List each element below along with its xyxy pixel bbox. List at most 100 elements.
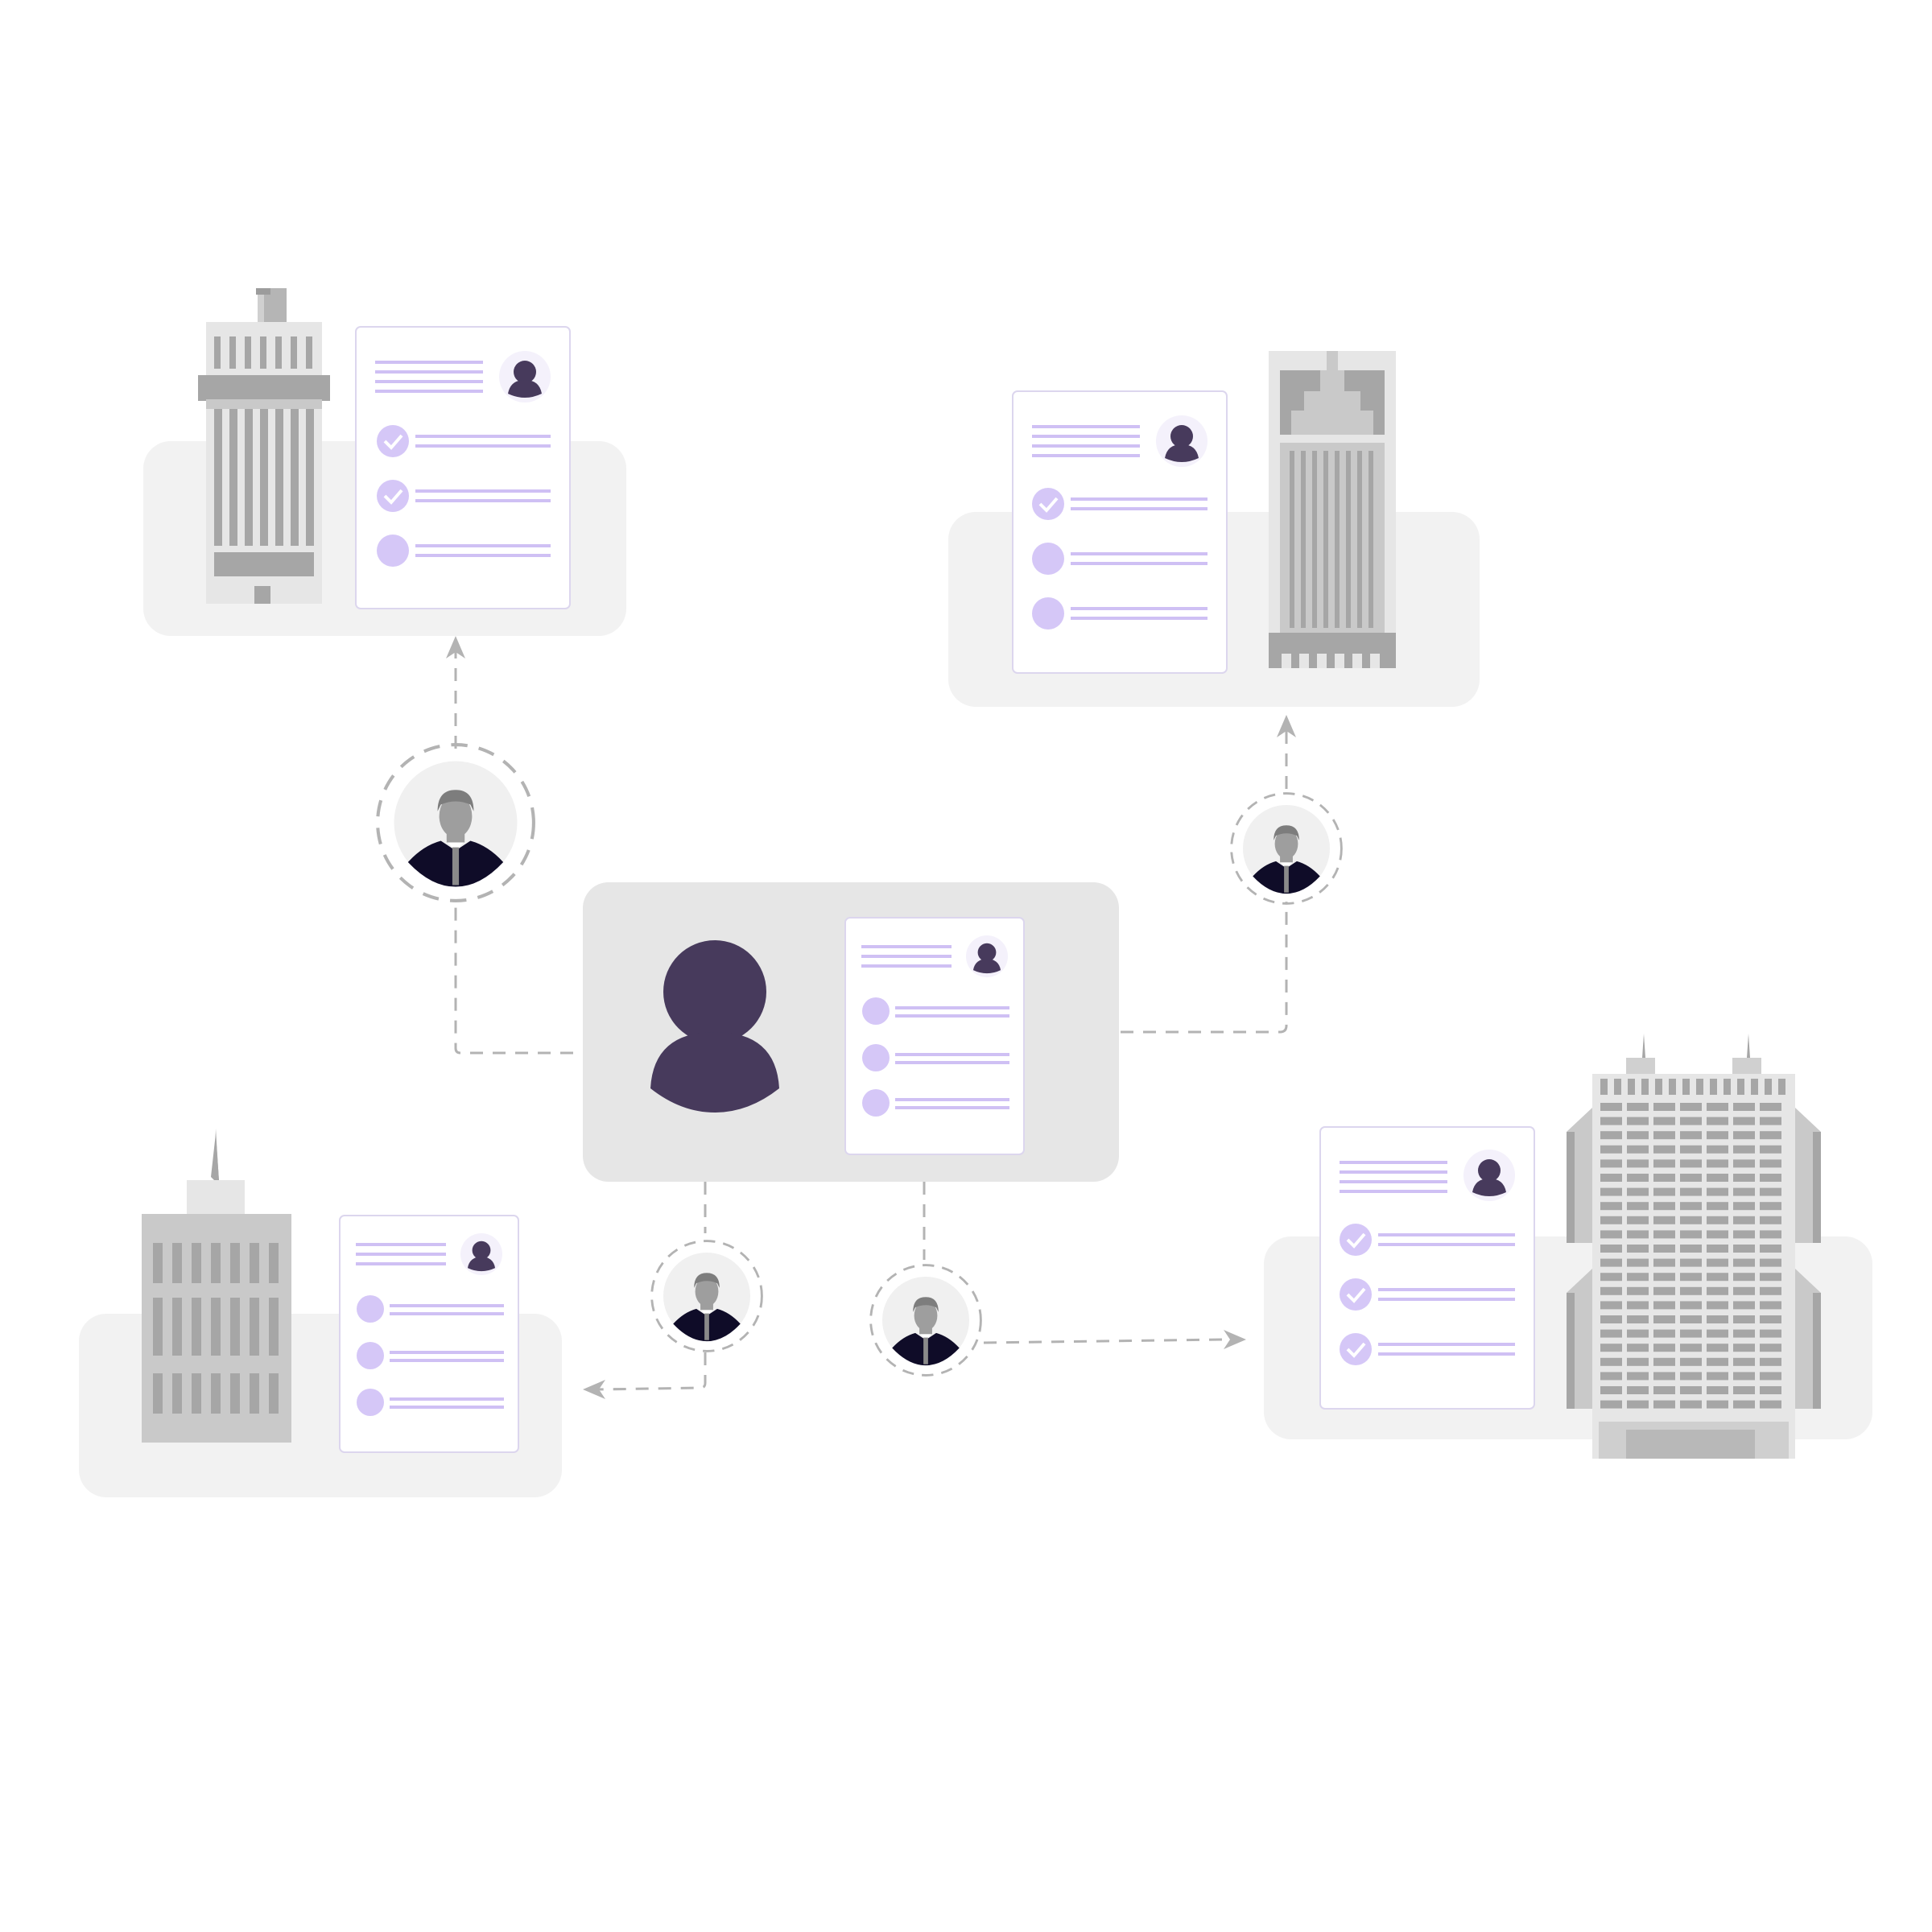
window	[1600, 1079, 1608, 1095]
window	[1760, 1386, 1781, 1394]
window	[1707, 1145, 1728, 1154]
checklist-dot	[357, 1342, 384, 1369]
window	[1653, 1187, 1675, 1196]
window	[1733, 1159, 1755, 1168]
checklist-dot	[357, 1389, 384, 1416]
checklist-dot	[862, 1089, 890, 1117]
window	[1707, 1315, 1728, 1323]
recruiter-avatar-icon[interactable]	[869, 1264, 982, 1377]
window	[1760, 1315, 1781, 1323]
window	[1653, 1202, 1675, 1211]
profile-card[interactable]	[1012, 390, 1228, 674]
window	[1733, 1357, 1755, 1366]
window	[1600, 1315, 1622, 1323]
company-bottom-right	[1264, 1034, 1872, 1459]
window	[1680, 1301, 1702, 1310]
window	[1600, 1230, 1622, 1239]
checklist-dot	[862, 997, 890, 1025]
window	[1760, 1216, 1781, 1224]
window	[1760, 1301, 1781, 1310]
window	[1707, 1245, 1728, 1253]
window	[1653, 1273, 1675, 1282]
window	[1627, 1174, 1649, 1182]
arrow-icon	[446, 636, 465, 658]
window	[1733, 1301, 1755, 1310]
window	[1627, 1117, 1649, 1125]
window	[1733, 1174, 1755, 1182]
window	[1733, 1145, 1755, 1154]
window	[1680, 1372, 1702, 1381]
recruiter-avatar-icon[interactable]	[650, 1240, 763, 1352]
window	[1707, 1258, 1728, 1267]
profile-card[interactable]	[355, 326, 571, 609]
window	[1760, 1187, 1781, 1196]
profile-card[interactable]	[844, 917, 1025, 1155]
window	[1680, 1216, 1702, 1224]
arrow-icon	[1224, 1330, 1246, 1349]
connector-top-left	[454, 900, 573, 1055]
window	[1760, 1103, 1781, 1111]
window	[1733, 1329, 1755, 1338]
window	[1680, 1273, 1702, 1282]
connector-top-right	[1121, 902, 1288, 1034]
window	[1707, 1159, 1728, 1168]
window	[1628, 1079, 1635, 1095]
window	[1627, 1386, 1649, 1394]
arrowheads	[446, 636, 1296, 1399]
window	[1760, 1230, 1781, 1239]
window	[1760, 1273, 1781, 1282]
user-avatar-icon	[966, 935, 1008, 977]
window	[1707, 1301, 1728, 1310]
window	[1733, 1400, 1755, 1409]
window	[1680, 1103, 1702, 1111]
window	[1760, 1202, 1781, 1211]
window	[1653, 1245, 1675, 1253]
recruiter-avatar-icon[interactable]	[1230, 792, 1343, 905]
window	[1600, 1286, 1622, 1295]
checklist	[1340, 1224, 1515, 1365]
checkmark-icon	[1340, 1333, 1372, 1365]
window	[1600, 1202, 1622, 1211]
window	[1627, 1230, 1649, 1239]
window	[1680, 1174, 1702, 1182]
window	[1707, 1357, 1728, 1366]
window	[1760, 1245, 1781, 1253]
window	[1680, 1329, 1702, 1338]
checklist	[1032, 488, 1208, 630]
checklist-dot	[1032, 543, 1064, 575]
window	[1707, 1117, 1728, 1125]
window	[1733, 1286, 1755, 1295]
window	[1707, 1372, 1728, 1381]
window	[1707, 1386, 1728, 1394]
user-avatar-icon	[650, 940, 779, 1113]
window	[1600, 1372, 1622, 1381]
window	[1707, 1344, 1728, 1352]
window	[1600, 1245, 1622, 1253]
window	[1680, 1258, 1702, 1267]
window	[1724, 1079, 1731, 1095]
window	[1760, 1329, 1781, 1338]
window	[1733, 1386, 1755, 1394]
window	[1707, 1216, 1728, 1224]
window	[1680, 1357, 1702, 1366]
company-bottom-left	[79, 1129, 562, 1497]
window	[1600, 1357, 1622, 1366]
window	[1627, 1301, 1649, 1310]
window	[1680, 1344, 1702, 1352]
window	[1600, 1159, 1622, 1168]
window	[1680, 1187, 1702, 1196]
checklist-dot	[377, 535, 409, 567]
recruiter-avatar-icon[interactable]	[378, 745, 534, 901]
profile-card[interactable]	[339, 1215, 519, 1453]
building-icon	[142, 1129, 291, 1443]
window	[1627, 1131, 1649, 1140]
window	[1653, 1174, 1675, 1182]
window	[1733, 1202, 1755, 1211]
window	[1760, 1174, 1781, 1182]
checkmark-icon	[1032, 488, 1064, 520]
profile-card[interactable]	[1319, 1126, 1535, 1410]
window	[1627, 1202, 1649, 1211]
window	[1653, 1103, 1675, 1111]
user-avatar-icon	[1156, 415, 1208, 467]
window	[1653, 1400, 1675, 1409]
